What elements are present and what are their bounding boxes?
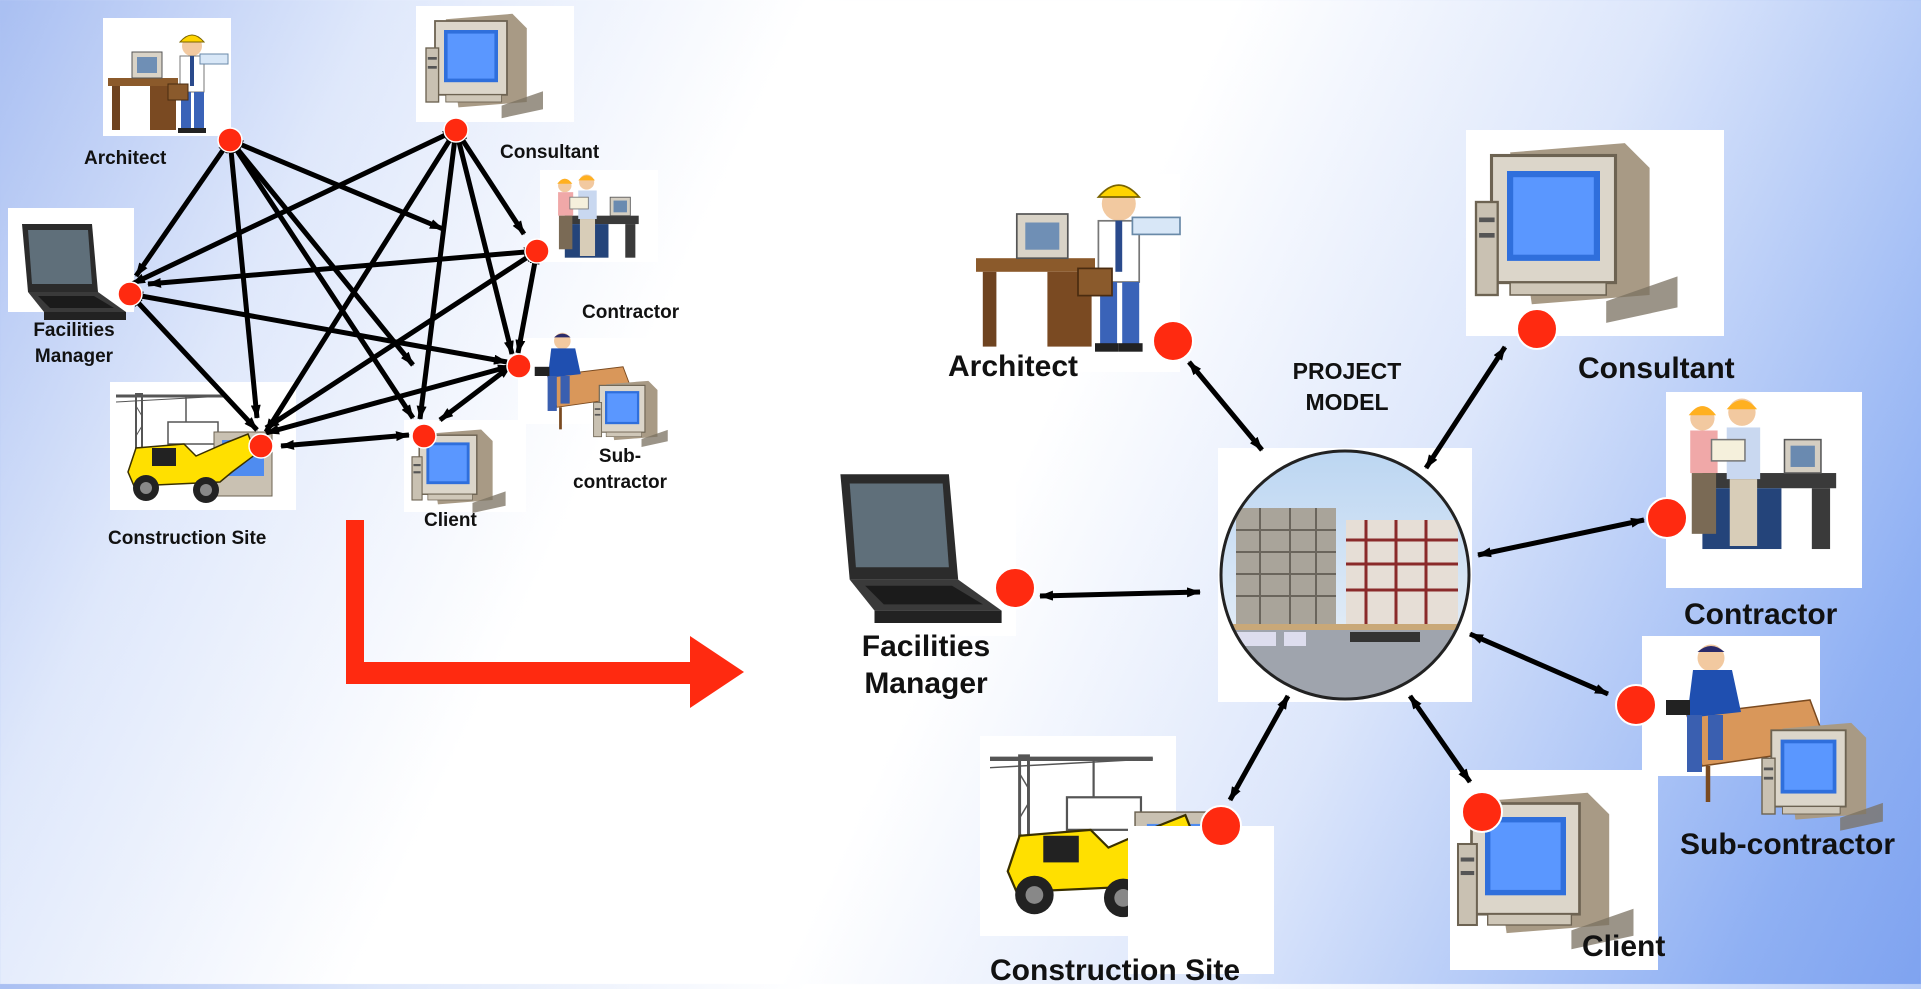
right-consultant-label: Consultant [1578, 352, 1735, 385]
project-model-line-2: MODEL [1305, 389, 1389, 415]
right-facilities-manager-label: Facilities Manager [842, 628, 1010, 702]
right-client-label: Client [1582, 930, 1666, 963]
left-subcontractor-line-1: Sub- [598, 446, 642, 467]
left-subcontractor-label: Sub- contractor [560, 444, 680, 496]
left-facilities-line-2: Manager [34, 346, 114, 367]
left-consultant-label: Consultant [500, 142, 600, 163]
right-network [818, 130, 1883, 974]
left-architect-label: Architect [84, 148, 167, 169]
left-facilities-manager-label: Facilities Manager [24, 318, 124, 370]
left-client-label: Client [424, 510, 477, 531]
right-site-panel [1128, 826, 1274, 974]
project-model-line-1: PROJECT [1292, 358, 1402, 384]
right-connector-dots [994, 308, 1688, 847]
left-network [8, 6, 668, 514]
transition-arrow [346, 520, 744, 708]
right-subcontractor-label: Sub-contractor [1680, 828, 1896, 861]
right-contractor-label: Contractor [1684, 598, 1838, 631]
left-subcontractor-line-2: contractor [573, 472, 667, 493]
right-architect-label: Architect [948, 350, 1079, 383]
left-contractor-label: Contractor [582, 302, 680, 323]
left-facilities-line-1: Facilities [33, 320, 115, 341]
left-connector-dots [117, 117, 550, 459]
right-facilities-line-1: Facilities [861, 630, 991, 663]
right-facilities-line-2: Manager [864, 667, 988, 700]
left-construction-site-label: Construction Site [108, 528, 267, 549]
project-model-label: PROJECT MODEL [1272, 356, 1422, 418]
right-hub-links [1039, 345, 1645, 802]
left-mesh-links [128, 127, 540, 450]
right-construction-site-label: Construction Site [990, 954, 1241, 987]
